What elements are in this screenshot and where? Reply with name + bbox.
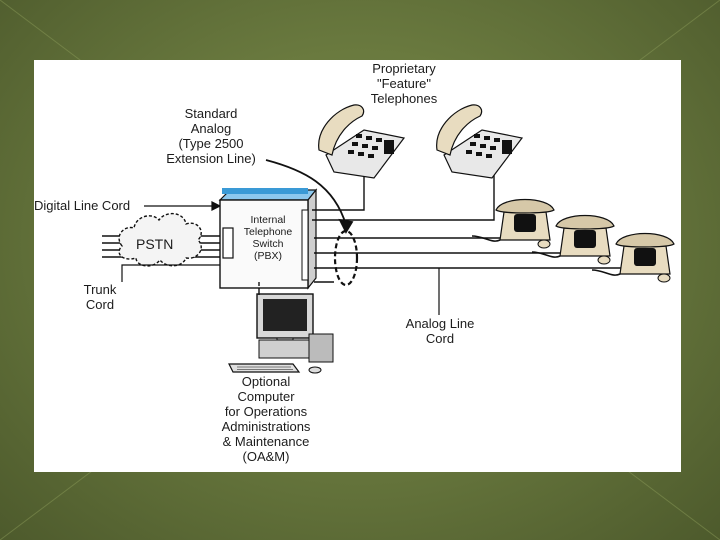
optional-computer-label: Optional Computer for Operations Adminis… bbox=[206, 374, 326, 464]
digital-line-cord-arrow bbox=[144, 201, 222, 211]
pbx-text: Internal Telephone Switch (PBX) bbox=[243, 214, 293, 262]
proprietary-phones-label: Proprietary "Feature" Telephones bbox=[346, 61, 462, 106]
pstn-cloud bbox=[118, 213, 202, 267]
pbx-switch bbox=[218, 188, 318, 290]
analog-phone-3 bbox=[591, 233, 675, 283]
diagram-panel: Proprietary "Feature" Telephones Standar… bbox=[34, 60, 681, 472]
analog-phone-1 bbox=[471, 199, 555, 249]
optional-computer-text: Optional Computer for Operations Adminis… bbox=[221, 374, 311, 464]
standard-analog-label: Standard Analog (Type 2500 Extension Lin… bbox=[152, 106, 270, 166]
trunk-cord-pointer bbox=[121, 264, 224, 282]
digital-line-cord-label: Digital Line Cord bbox=[34, 198, 130, 213]
pstn-text: PSTN bbox=[136, 236, 174, 252]
pbx-network-diagram bbox=[102, 104, 675, 374]
analog-phone-lines bbox=[314, 237, 654, 283]
pbx-label: Internal Telephone Switch (PBX) bbox=[237, 214, 299, 262]
standard-analog-arrow bbox=[265, 159, 354, 234]
oam-computer bbox=[228, 293, 334, 374]
analog-line-cord-text: Analog Line Cord bbox=[405, 316, 475, 346]
pstn-label: PSTN bbox=[136, 237, 173, 252]
analog-phone-2 bbox=[531, 215, 615, 265]
feature-phone-1 bbox=[318, 104, 406, 179]
standard-analog-text: Standard Analog (Type 2500 Extension Lin… bbox=[166, 106, 256, 166]
feature-phone-2 bbox=[436, 104, 524, 179]
digital-line-cord-text: Digital Line Cord bbox=[34, 198, 131, 213]
proprietary-phones-text: Proprietary "Feature" Telephones bbox=[370, 61, 438, 106]
analog-bundle-ellipse bbox=[333, 229, 359, 287]
trunk-cord-text: Trunk Cord bbox=[83, 282, 117, 312]
trunk-cord-label: Trunk Cord bbox=[78, 282, 122, 312]
analog-line-cord-label: Analog Line Cord bbox=[397, 316, 483, 346]
